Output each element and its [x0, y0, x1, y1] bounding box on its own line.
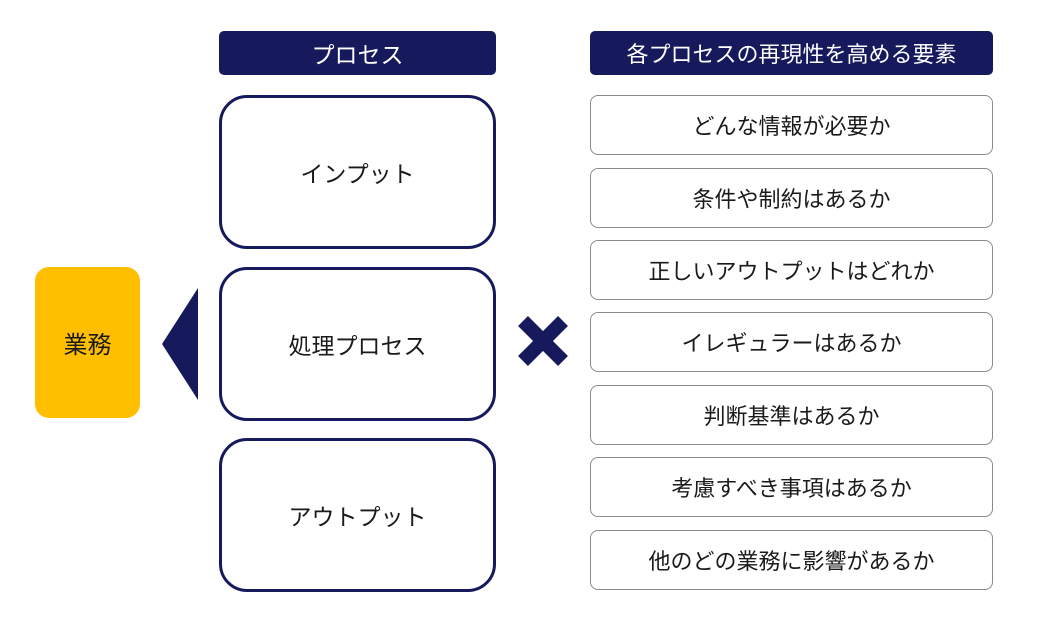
process-step-input: インプット [219, 95, 496, 249]
process-step-label: 処理プロセス [288, 334, 427, 360]
elements-header: 各プロセスの再現性を高める要素 [590, 31, 993, 75]
element-item-label: 判断基準はあるか [703, 405, 880, 430]
element-item: どんな情報が必要か [590, 95, 993, 155]
element-item: 他のどの業務に影響があるか [590, 530, 993, 590]
elements-header-label: 各プロセスの再現性を高める要素 [626, 43, 957, 68]
process-header: プロセス [219, 31, 496, 75]
element-item: イレギュラーはあるか [590, 312, 993, 372]
element-item-label: どんな情報が必要か [692, 115, 891, 140]
process-step-label: インプット [300, 162, 415, 188]
process-step-processing: 処理プロセス [219, 267, 496, 421]
element-item-label: 考慮すべき事項はあるか [671, 477, 912, 502]
element-item-label: 条件や制約はあるか [692, 188, 891, 213]
element-item-label: 他のどの業務に影響があるか [648, 550, 935, 575]
element-item: 正しいアウトプットはどれか [590, 240, 993, 300]
element-item: 考慮すべき事項はあるか [590, 457, 993, 517]
element-item-label: 正しいアウトプットはどれか [648, 260, 935, 285]
process-step-label: アウトプット [288, 505, 427, 531]
element-item: 条件や制約はあるか [590, 168, 993, 228]
process-step-output: アウトプット [219, 438, 496, 592]
element-item-label: イレギュラーはあるか [681, 332, 902, 357]
left-pointing-triangle-icon [162, 288, 198, 400]
process-header-label: プロセス [311, 43, 404, 69]
business-label: 業務 [63, 331, 112, 359]
multiply-cross-icon [518, 316, 568, 366]
element-item: 判断基準はあるか [590, 385, 993, 445]
business-box: 業務 [35, 267, 140, 418]
